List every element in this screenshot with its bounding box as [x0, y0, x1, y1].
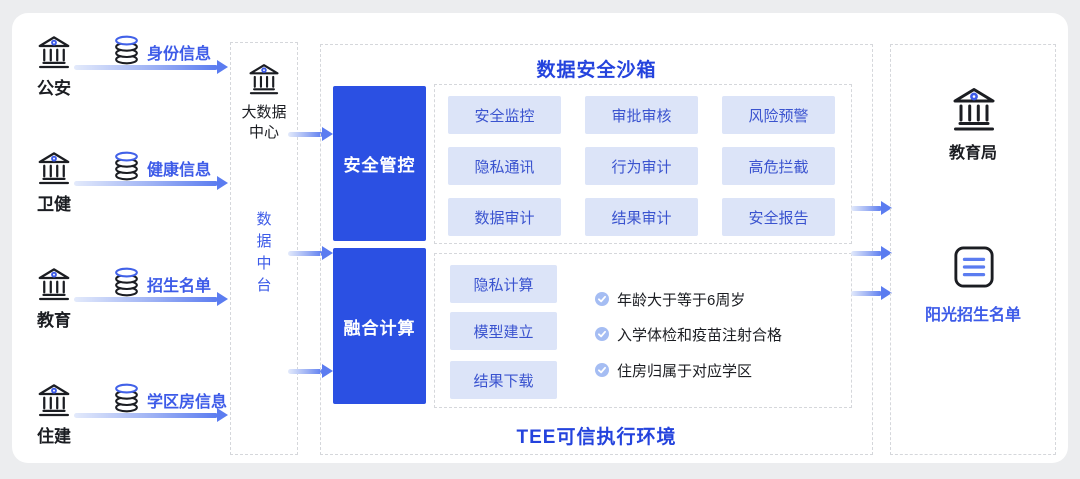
data-flow-label: 健康信息	[147, 162, 212, 179]
compute-step-item: 隐私计算	[450, 265, 557, 303]
security-control-block: 安全管控	[333, 86, 426, 241]
source-row-education: 教育 招生名单	[0, 264, 240, 330]
rule-text: 入学体检和疫苗注射合格	[617, 326, 783, 344]
rule-item: 住房归属于对应学区	[595, 361, 753, 380]
rule-item: 年龄大于等于6周岁	[595, 290, 746, 309]
bank-icon	[953, 88, 995, 131]
bank-icon	[249, 64, 279, 95]
source-row-public-security: 公安 身份信息	[0, 32, 240, 98]
source-name: 住建	[37, 427, 71, 446]
security-capability-item: 行为审计	[585, 147, 698, 185]
bank-icon	[38, 384, 70, 417]
data-flow-label: 招生名单	[147, 278, 212, 295]
security-capability-item: 高危拦截	[722, 147, 835, 185]
education-bureau-label: 教育局	[948, 145, 997, 162]
database-icon	[115, 267, 138, 297]
sunshine-enrollment-list-label: 阳光招生名单	[924, 307, 1021, 324]
database-icon	[115, 35, 138, 65]
fusion-compute-area: 隐私计算 模型建立 结果下载 年龄大于等于6周岁 入学体检和疫苗注射合格 住房归…	[434, 253, 852, 408]
security-capability-item: 审批审核	[585, 96, 698, 134]
flow-arrow	[851, 246, 892, 260]
flow-arrow	[851, 286, 892, 300]
security-capability-item: 数据审计	[448, 198, 561, 236]
bank-icon	[38, 152, 70, 185]
check-icon	[595, 292, 609, 306]
security-capability-item: 安全报告	[722, 198, 835, 236]
flow-arrow	[74, 176, 228, 190]
security-capability-item: 结果审计	[585, 198, 698, 236]
output-panel: 教育局 阳光招生名单	[890, 44, 1056, 455]
compute-step-item: 模型建立	[450, 312, 557, 350]
source-name: 教育	[37, 311, 71, 330]
source-row-health: 卫健 健康信息	[0, 148, 240, 214]
flow-arrow	[288, 246, 333, 260]
bank-icon	[38, 36, 70, 69]
flow-arrow	[851, 201, 892, 215]
data-flow-label: 学区房信息	[147, 394, 228, 411]
check-icon	[595, 363, 609, 377]
tee-environment-label: TEE可信执行环境	[516, 427, 677, 448]
flow-arrow	[74, 408, 228, 422]
data-center-label: 大数据中心	[241, 104, 287, 141]
database-icon	[115, 383, 138, 413]
rule-text: 年龄大于等于6周岁	[617, 291, 746, 309]
data-flow-label: 身份信息	[147, 46, 212, 63]
flow-arrow	[288, 364, 333, 378]
document-list-icon	[954, 246, 994, 288]
source-name: 公安	[37, 79, 71, 98]
source-name: 卫健	[37, 195, 71, 214]
rule-item: 入学体检和疫苗注射合格	[595, 325, 783, 344]
sandbox-panel: 数据安全沙箱 安全管控 安全监控 审批审核 风险预警 隐私通讯 行为审计 高危拦…	[320, 44, 873, 455]
fusion-compute-block: 融合计算	[333, 248, 426, 404]
security-capability-item: 风险预警	[722, 96, 835, 134]
flow-arrow	[288, 127, 333, 141]
rule-text: 住房归属于对应学区	[617, 362, 753, 380]
data-platform-label: 数据中台	[256, 211, 272, 294]
database-icon	[115, 151, 138, 181]
compute-step-item: 结果下载	[450, 361, 557, 399]
bank-icon	[38, 268, 70, 301]
source-row-housing: 住建 学区房信息	[0, 380, 240, 446]
security-capability-item: 隐私通讯	[448, 147, 561, 185]
sandbox-title: 数据安全沙箱	[536, 60, 657, 81]
data-center-panel: 大数据中心 数据中台	[230, 42, 298, 455]
flow-arrow	[74, 292, 228, 306]
security-capability-grid: 安全监控 审批审核 风险预警 隐私通讯 行为审计 高危拦截 数据审计 结果审计 …	[434, 84, 852, 244]
check-icon	[595, 327, 609, 341]
flow-arrow	[74, 60, 228, 74]
security-capability-item: 安全监控	[448, 96, 561, 134]
